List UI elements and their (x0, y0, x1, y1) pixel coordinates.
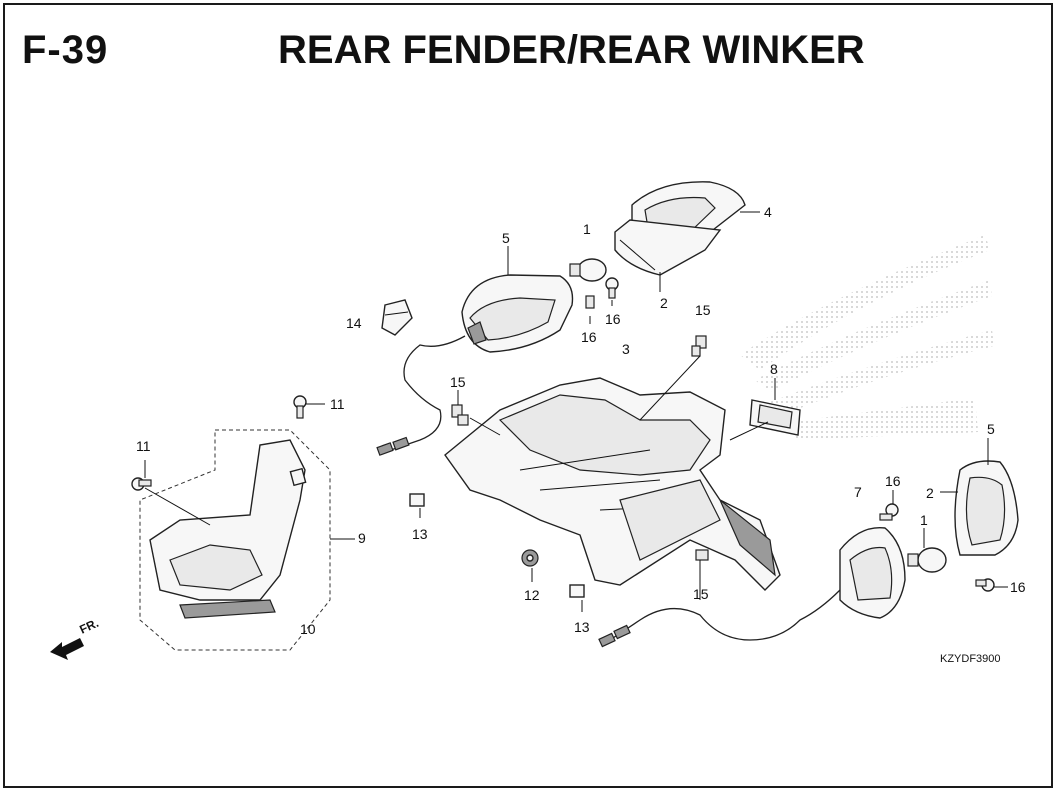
wing-watermark (740, 235, 994, 440)
callout-11: 11 (330, 396, 345, 412)
callout-4: 4 (764, 204, 772, 220)
callout-2: 2 (926, 485, 934, 501)
callout-2: 2 (660, 295, 668, 311)
callout-13: 13 (574, 619, 590, 635)
callout-11: 11 (136, 438, 151, 454)
callout-14: 14 (346, 315, 362, 331)
callout-16: 16 (605, 311, 621, 327)
callout-15: 15 (693, 586, 709, 602)
wire-clip (381, 299, 413, 336)
page-title: REAR FENDER/REAR WINKER (278, 28, 865, 72)
front-direction-label: FR. (77, 616, 100, 637)
bulb-upper (569, 258, 607, 282)
screw-16b (585, 295, 595, 309)
callout-15: 15 (450, 374, 466, 390)
winker-wire (609, 589, 841, 641)
callout-9: 9 (358, 530, 366, 546)
screw-16d (975, 578, 995, 592)
front-direction-arrow-icon: FR. (50, 616, 101, 660)
bolt-15b (691, 335, 707, 357)
clip-13a (409, 493, 425, 507)
diagram-code: KZYDF3900 (940, 653, 1001, 665)
page-number: F-39 (22, 28, 109, 72)
leader-lines (144, 211, 1008, 612)
rear-winker-right (954, 460, 1019, 556)
nut-12 (521, 549, 539, 567)
bolt-15c (695, 549, 709, 561)
callout-1: 1 (583, 221, 591, 237)
clip-13b (569, 584, 585, 598)
callout-labels: 1 1 2 2 3 4 5 5 7 8 9 10 11 11 12 13 13 … (136, 204, 1026, 637)
callout-8: 8 (770, 361, 778, 377)
callout-1: 1 (920, 512, 928, 528)
callout-15: 15 (695, 302, 711, 318)
callout-13: 13 (412, 526, 428, 542)
callout-16: 16 (581, 329, 597, 345)
screw-16c (879, 503, 899, 521)
callout-10: 10 (300, 621, 316, 637)
callout-12: 12 (524, 587, 540, 603)
upper-lens-assembly (614, 181, 746, 276)
callout-16: 16 (1010, 579, 1026, 595)
screw-11a (293, 395, 307, 419)
rear-winker-left (839, 526, 906, 619)
screw-11b (131, 477, 152, 491)
callout-7: 7 (854, 484, 862, 500)
page-frame (3, 3, 1053, 788)
bulb-right (907, 547, 947, 573)
bolt-15a (451, 404, 469, 426)
callout-3: 3 (622, 341, 630, 357)
tail-light-wire (384, 335, 466, 453)
callout-5: 5 (502, 230, 510, 246)
screw-16a (605, 277, 619, 299)
inner-fender-group (139, 429, 331, 651)
rear-fender (444, 377, 781, 591)
tail-light-housing (461, 274, 574, 353)
callout-16: 16 (885, 473, 901, 489)
callout-5: 5 (987, 421, 995, 437)
